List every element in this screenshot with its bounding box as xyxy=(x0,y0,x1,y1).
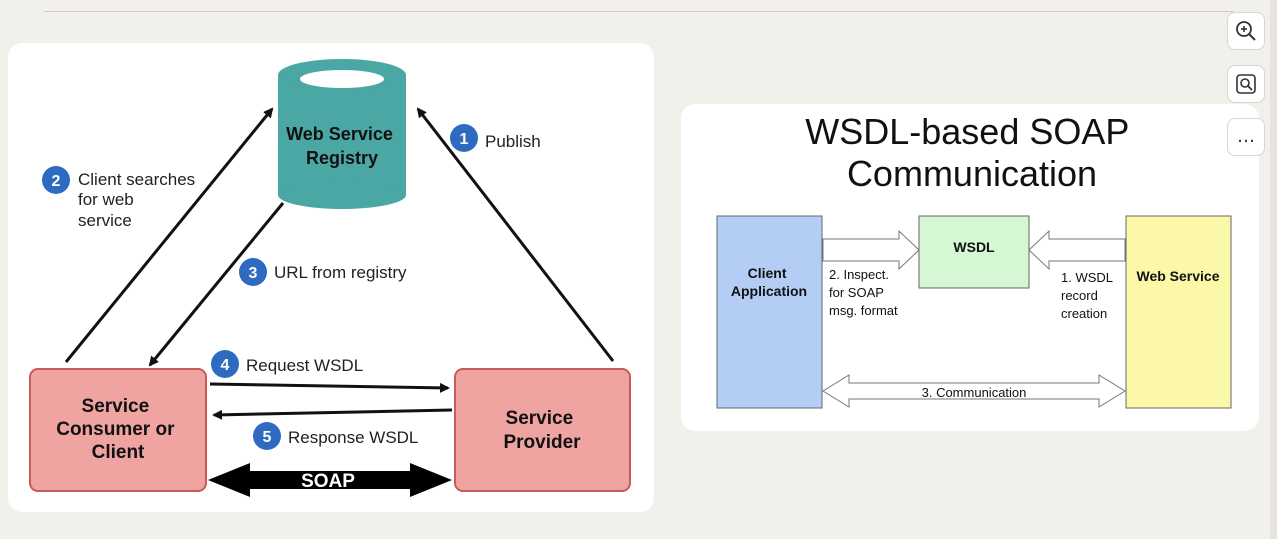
arrow-request-wsdl xyxy=(209,382,450,393)
step-2-badge: 2 xyxy=(42,166,70,194)
registry-diagram: Web Service Registry Service Consumer or… xyxy=(29,59,631,497)
svg-text:Web Service Registry: Web Service Registry xyxy=(286,124,398,168)
more-options-button[interactable]: … xyxy=(1227,118,1265,156)
svg-text:Service Consumer or: Service Consumer or Client xyxy=(56,396,180,463)
step-1-badge: 1 xyxy=(450,124,478,152)
svg-text:2: 2 xyxy=(52,173,61,190)
communication-label: 3. Communication xyxy=(922,385,1027,400)
arrow-response-wsdl xyxy=(212,408,453,420)
step-3-badge: 3 xyxy=(239,258,267,286)
record-creation-label: 1. WSDL record creation xyxy=(1061,270,1116,321)
svg-text:Client Application: Client Application xyxy=(731,265,807,299)
wsdl-diagram: WSDL-based SOAP Communication Client App… xyxy=(716,111,1232,409)
step-3-label: URL from registry xyxy=(274,263,407,282)
image-card-wsdl-communication[interactable]: WSDL-based SOAP Communication Client App… xyxy=(681,104,1259,431)
svg-text:4: 4 xyxy=(221,357,230,374)
arrow-communication xyxy=(822,374,1126,408)
provider-label-line2: Provider xyxy=(503,432,581,453)
svg-text:5: 5 xyxy=(263,429,272,446)
consumer-label-line2: Consumer or xyxy=(56,419,175,440)
zoom-in-button[interactable] xyxy=(1227,12,1265,50)
registry-label-line2: Registry xyxy=(306,148,378,168)
arrow-webservice-to-wsdl xyxy=(1028,229,1126,271)
wsdl-box: WSDL xyxy=(918,215,1030,289)
svg-text:WSDL: WSDL xyxy=(953,239,995,255)
wsdl-diagram-title: WSDL-based SOAP Communication xyxy=(805,111,1139,194)
soap-double-arrow: SOAP xyxy=(208,463,452,497)
visual-search-button[interactable] xyxy=(1227,65,1265,103)
svg-text:3: 3 xyxy=(249,265,258,282)
soap-label: SOAP xyxy=(301,471,355,492)
provider-node: Service Provider xyxy=(454,368,631,492)
svg-text:Service Provider: Service Provider xyxy=(503,408,581,453)
svg-text:1: 1 xyxy=(460,131,469,148)
top-divider xyxy=(44,11,1234,12)
step-2-label: Client searches for web service xyxy=(78,170,200,230)
image-card-soap-registry[interactable]: Web Service Registry Service Consumer or… xyxy=(8,43,654,512)
registry-cylinder: Web Service Registry xyxy=(278,59,406,209)
step-5-label: Response WSDL xyxy=(288,428,418,447)
arrow-client-search xyxy=(64,107,274,363)
svg-text:Web Service: Web Service xyxy=(1136,268,1219,284)
step-1-label: Publish xyxy=(485,132,541,151)
consumer-label-line1: Service xyxy=(82,396,150,417)
arrow-publish xyxy=(416,107,615,362)
consumer-label-line3: Client xyxy=(92,442,145,463)
consumer-node: Service Consumer or Client xyxy=(29,368,207,492)
scrollbar-track[interactable] xyxy=(1270,0,1277,539)
registry-label-line1: Web Service xyxy=(286,124,393,144)
arrow-url-from-registry xyxy=(148,202,285,367)
step-5-badge: 5 xyxy=(253,422,281,450)
inspect-label: 2. Inspect. for SOAP msg. format xyxy=(829,267,898,318)
web-service-box: Web Service xyxy=(1125,215,1232,409)
step-4-label: Request WSDL xyxy=(246,356,363,375)
provider-label-line1: Service xyxy=(506,408,574,429)
step-4-badge: 4 xyxy=(211,350,239,378)
more-icon: … xyxy=(1237,126,1255,147)
arrow-client-to-wsdl xyxy=(822,229,920,271)
visual-search-icon xyxy=(1236,74,1256,94)
zoom-in-icon xyxy=(1236,21,1256,41)
client-application-box: Client Application xyxy=(716,215,823,409)
